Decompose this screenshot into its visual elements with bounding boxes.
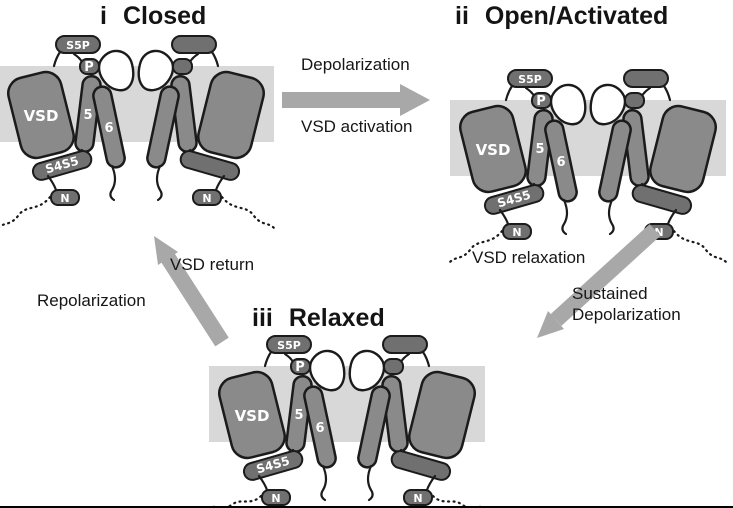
label-vsd-activation: VSD activation [301,117,413,136]
label-vsd-relaxation: VSD relaxation [472,248,586,267]
title-open-numeral: ii [455,2,469,30]
title-open: ii Open/Activated [455,2,668,31]
label-depolarization: Depolarization [301,55,410,74]
title-open-name: Open/Activated [484,2,669,30]
channel-cartoon [450,70,726,239]
arrow-shaft [161,253,229,347]
arrow-head [400,84,430,116]
arrow-sustained-depolarization [537,224,661,338]
figure-bottom-rule [0,506,733,508]
arrow-depolarization [282,84,430,116]
channel-cartoon [0,36,274,205]
title-relaxed: iii Relaxed [252,304,385,333]
title-closed-numeral: i [100,2,107,30]
title-closed: i Closed [100,2,206,31]
label-vsd-return: VSD return [170,255,255,274]
channel-relaxed [209,336,485,508]
arrow-repolarization [154,236,229,347]
channel-closed [0,36,276,230]
arrow-head [154,236,178,265]
label-sustained-depolarization: Sustained Depolarization [572,284,681,324]
title-relaxed-name: Relaxed [288,304,385,332]
c-terminal-tail-left [448,229,504,264]
title-closed-name: Closed [122,2,207,30]
channel-open [448,70,728,264]
c-terminal-tail-left [0,195,52,228]
title-relaxed-numeral: iii [252,304,273,332]
channel-cartoon [209,336,485,505]
c-terminal-tail-right [220,195,276,230]
arrow-shaft [282,92,400,108]
c-terminal-tail-right [672,229,728,264]
arrow-head [537,311,564,338]
arrow-shaft [550,224,661,326]
label-repolarization: Repolarization [37,291,146,310]
